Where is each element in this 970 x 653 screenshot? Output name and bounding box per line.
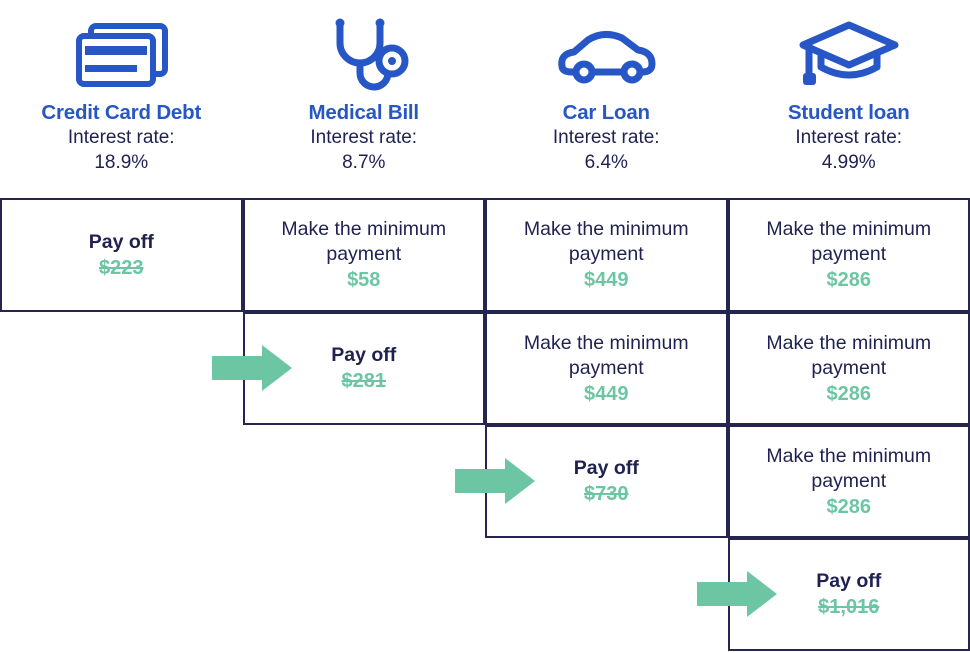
table-row-1-cell-credit-card: Pay off $223 xyxy=(0,198,243,312)
payoff-schedule-grid: Pay off $223 Make the minimum payment $5… xyxy=(0,198,970,653)
table-row-4-cell-student-loan: Pay off $1,016 xyxy=(727,538,970,651)
interest-rate-value: 18.9% xyxy=(94,152,149,173)
table-row-3-cell-student-loan: Make the minimum payment $286 xyxy=(727,425,970,538)
table-row-3-cell-car-loan: Pay off $730 xyxy=(485,425,728,538)
interest-rate-value: 6.4% xyxy=(584,152,628,173)
interest-rate-label: Interest rate: xyxy=(795,127,903,148)
cell-action-label: Make the minimum payment xyxy=(766,218,932,265)
cell-amount: $1,016 xyxy=(818,596,880,618)
cell-amount: $449 xyxy=(584,382,629,405)
cell-amount: $286 xyxy=(826,269,872,291)
cell-amount: $286 xyxy=(826,495,872,518)
cell-action-label: Pay off xyxy=(331,344,397,366)
debt-name: Car Loan xyxy=(562,101,650,124)
cell-action-label: Pay off xyxy=(816,570,882,592)
debt-column-header-medical-bill: Medical Bill Interest rate: 8.7% xyxy=(243,0,486,198)
cell-action-label: Make the minimum payment xyxy=(523,218,689,265)
debt-name: Student loan xyxy=(787,101,910,124)
interest-rate-label: Interest rate: xyxy=(310,127,418,148)
cell-action-label: Pay off xyxy=(88,230,154,253)
interest-rate-label: Interest rate: xyxy=(552,127,660,148)
cell-amount: $58 xyxy=(347,269,381,291)
table-row-1-cell-car-loan: Make the minimum payment $449 xyxy=(485,198,728,312)
cell-action-label: Make the minimum payment xyxy=(766,444,932,492)
car-icon xyxy=(548,12,664,100)
debt-column-header-student-loan: Student loan Interest rate: 4.99% xyxy=(728,0,970,198)
table-row-1-cell-student-loan: Make the minimum payment $286 xyxy=(727,198,970,312)
debt-header-row: Credit Card Debt Interest rate: 18.9% Me… xyxy=(0,0,970,198)
debt-name: Medical Bill xyxy=(308,101,420,124)
cell-amount: $286 xyxy=(826,382,872,405)
table-row-2-cell-car-loan: Make the minimum payment $449 xyxy=(485,312,728,425)
debt-column-header-credit-card: Credit Card Debt Interest rate: 18.9% xyxy=(0,0,243,198)
interest-rate-value: 4.99% xyxy=(821,152,876,173)
cell-action-label: Pay off xyxy=(573,457,639,479)
table-row-2-cell-student-loan: Make the minimum payment $286 xyxy=(727,312,970,425)
graduation-cap-icon xyxy=(791,12,907,100)
interest-rate-value: 8.7% xyxy=(342,152,386,173)
interest-rate-label: Interest rate: xyxy=(67,127,175,148)
debt-name: Credit Card Debt xyxy=(41,101,202,124)
cell-amount: $223 xyxy=(99,256,144,279)
cell-amount: $281 xyxy=(341,370,387,392)
stethoscope-icon xyxy=(312,12,416,100)
cell-amount: $449 xyxy=(584,269,629,291)
cell-action-label: Make the minimum payment xyxy=(766,331,932,379)
credit-card-icon xyxy=(69,12,173,100)
table-row-2-cell-medical-bill: Pay off $281 xyxy=(242,312,485,425)
cell-action-label: Make the minimum payment xyxy=(281,218,447,265)
cell-action-label: Make the minimum payment xyxy=(523,331,689,379)
debt-column-header-car-loan: Car Loan Interest rate: 6.4% xyxy=(485,0,728,198)
cell-amount: $730 xyxy=(584,483,629,505)
table-row-1-cell-medical-bill: Make the minimum payment $58 xyxy=(242,198,485,312)
